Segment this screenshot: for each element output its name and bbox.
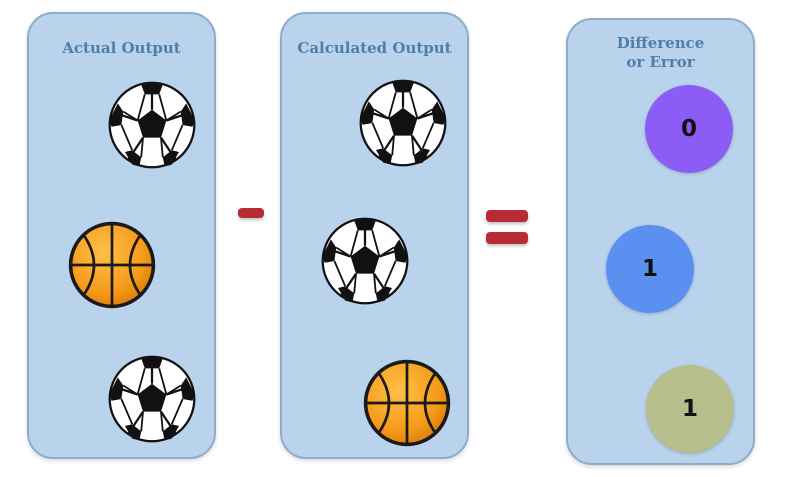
difference-title: Difference or Error [568, 34, 753, 72]
actual-output-panel: Actual Output [27, 12, 216, 459]
calculated-output-panel: Calculated Output [280, 12, 469, 459]
error-value-circle: 0 [645, 85, 733, 173]
difference-title-line1: Difference [616, 34, 705, 52]
actual-output-title: Actual Output [62, 39, 181, 57]
soccer-ball-icon [358, 78, 448, 168]
soccer-ball-icon [107, 354, 197, 444]
calculated-output-title: Calculated Output [297, 39, 452, 57]
soccer-ball-icon [320, 216, 410, 306]
difference-title-line2: or Error [626, 53, 695, 71]
error-value-circle: 1 [646, 365, 734, 453]
basketball-icon [67, 220, 157, 310]
error-value-circle: 1 [606, 225, 694, 313]
difference-panel: Difference or Error 0 1 1 [566, 18, 755, 465]
basketball-icon [362, 358, 452, 448]
soccer-ball-icon [107, 80, 197, 170]
